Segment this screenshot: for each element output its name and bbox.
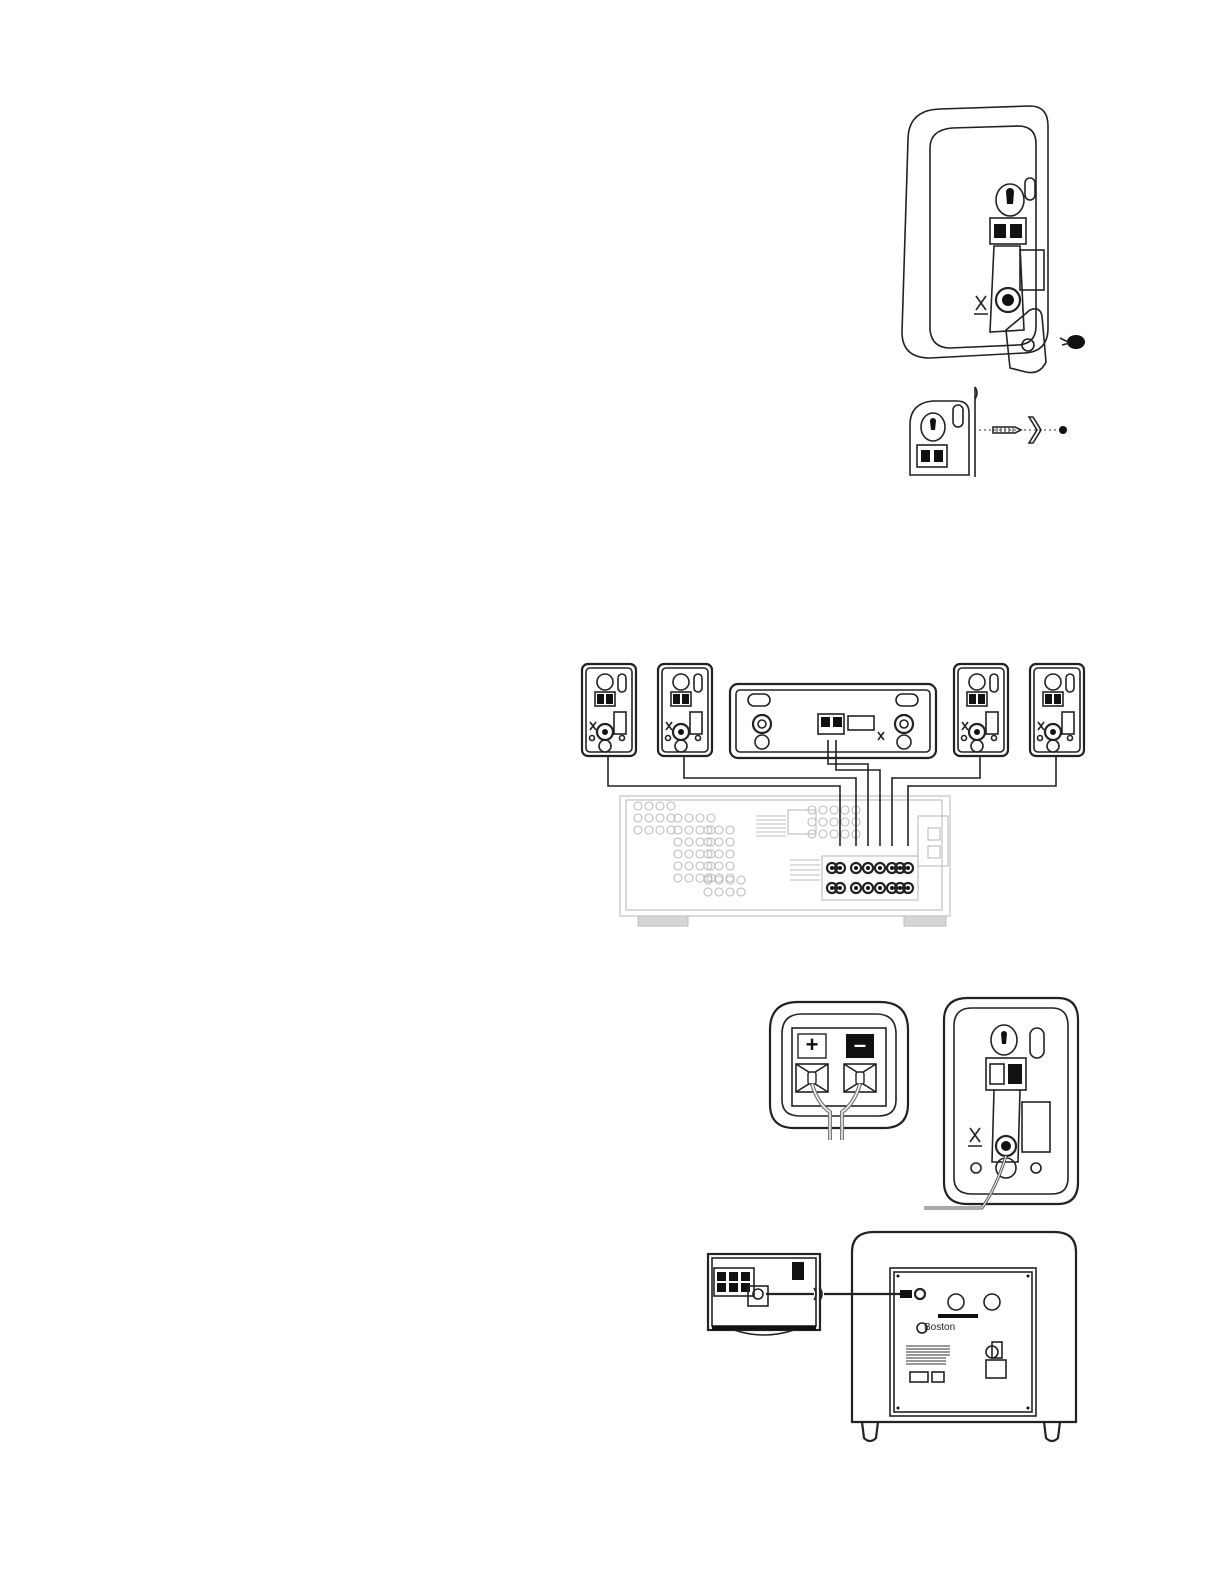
small-speaker-4 [1030, 664, 1084, 756]
plus-terminal-label: + [798, 1033, 826, 1057]
receiver-rear-panel [620, 796, 950, 926]
small-speaker-2 [658, 664, 712, 756]
surround-speaker-wiring-diagram [578, 660, 1090, 930]
small-speaker-3 [954, 664, 1008, 756]
center-speaker [730, 684, 936, 758]
keyhole-wall-mount-illustration [905, 385, 1080, 480]
speaker-rear-wiring-illustration [922, 992, 1082, 1212]
speaker-bracket-mount-illustration [890, 100, 1100, 385]
small-speaker-1 [582, 664, 636, 756]
subwoofer-connection-diagram: Boston [694, 1232, 1084, 1452]
terminal-closeup-illustration: + – [766, 1000, 912, 1140]
subwoofer-cabinet [852, 1232, 1076, 1441]
minus-terminal-label: – [846, 1033, 874, 1057]
subwoofer-brand-label: Boston [924, 1322, 955, 1333]
